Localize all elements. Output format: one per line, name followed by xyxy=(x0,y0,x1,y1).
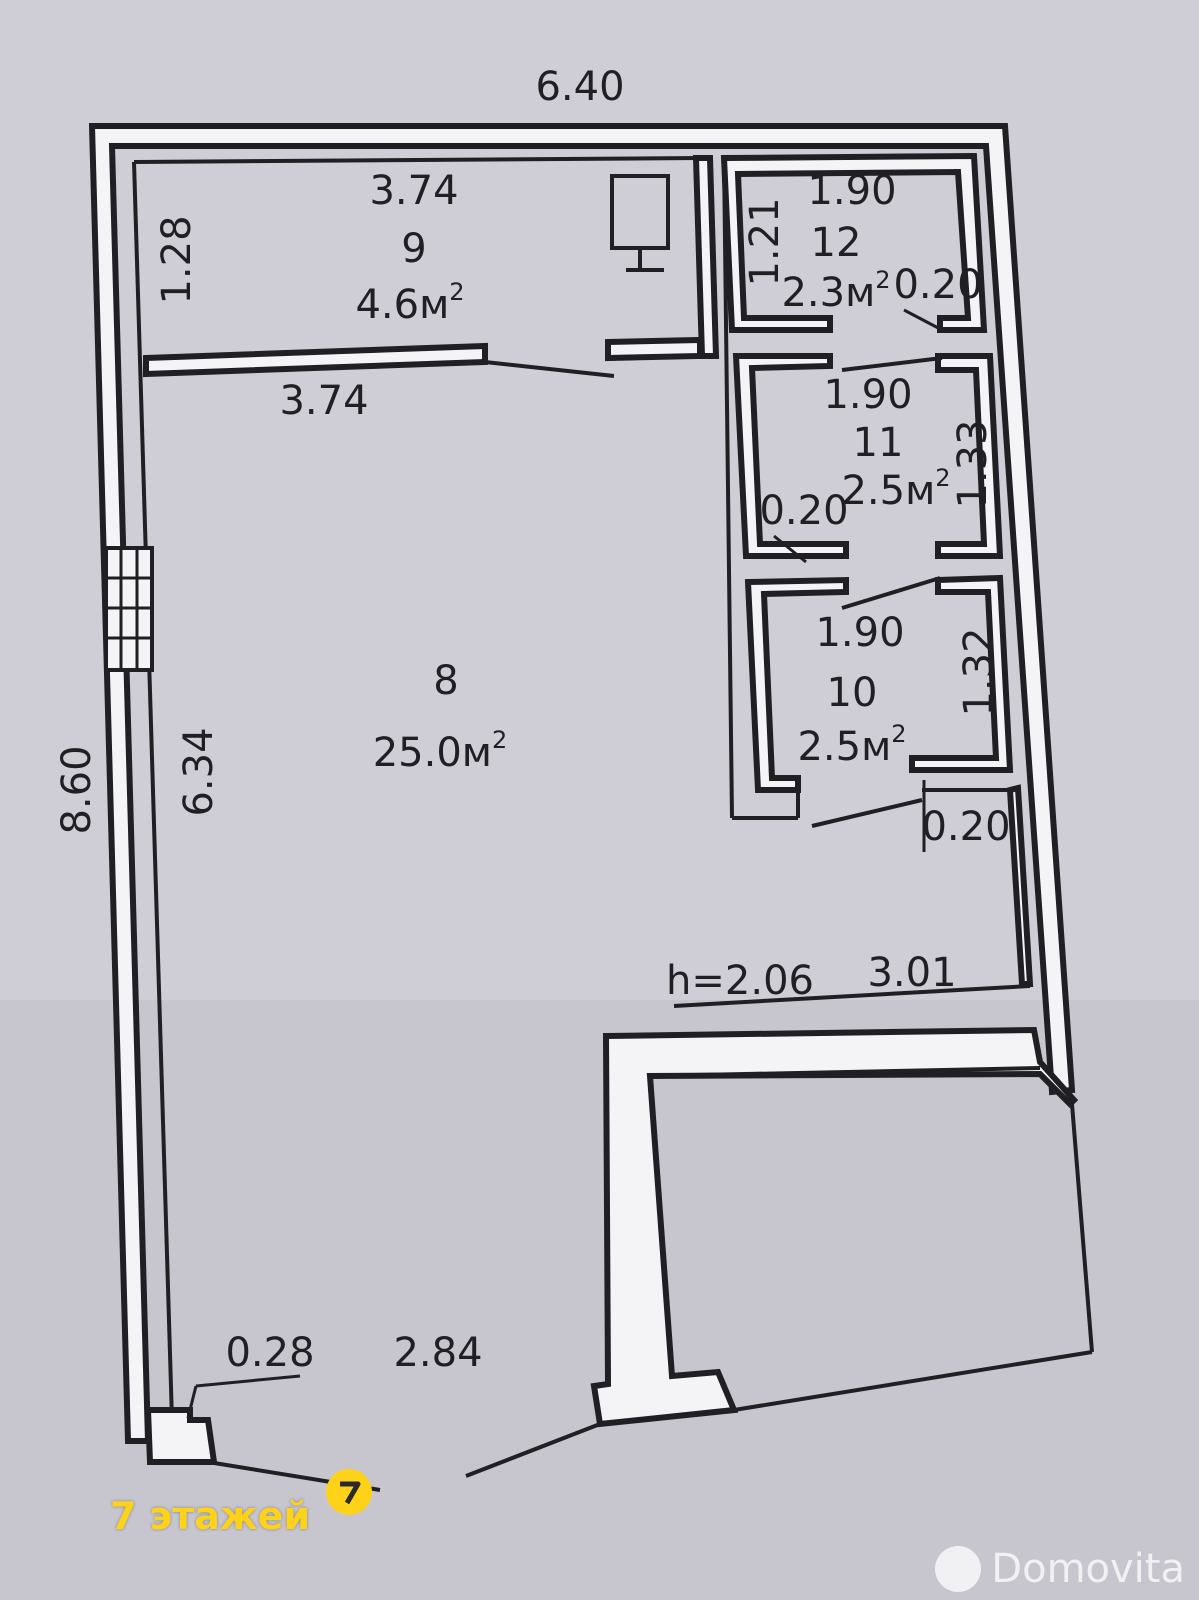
room-12-number: 12 xyxy=(811,220,862,266)
overall-height-label: 8.60 xyxy=(54,745,100,834)
room-9-width-top: 3.74 xyxy=(369,168,458,214)
room-8-area: 25.0м2 xyxy=(373,726,508,776)
overall-width-label: 6.40 xyxy=(535,64,624,110)
room-12-area: 2.3м2 xyxy=(781,266,890,316)
room-11-area: 2.5м2 xyxy=(841,464,950,514)
floors-logo-icon xyxy=(326,1469,373,1515)
room-10-depth: 1.32 xyxy=(956,627,1002,716)
room-12-wall: 0.20 xyxy=(893,262,982,308)
left-wall-inner-dim: 6.34 xyxy=(176,727,222,816)
entrance-wall-dim: 0.28 xyxy=(225,1330,314,1376)
outer-wall xyxy=(88,123,1076,1444)
corridor-wall-dim: 0.20 xyxy=(921,804,1010,850)
room-10-area: 2.5м2 xyxy=(797,720,906,770)
watermark: Domovita xyxy=(935,1546,1185,1592)
room-12-width: 1.90 xyxy=(807,168,896,214)
corridor-width-dim: 3.01 xyxy=(867,950,956,996)
room-11-wall: 0.20 xyxy=(759,488,848,534)
room-10-width: 1.90 xyxy=(815,610,904,656)
entrance-width-dim: 2.84 xyxy=(393,1330,482,1376)
watermark-text: Domovita xyxy=(991,1546,1185,1592)
domovita-logo-icon xyxy=(935,1546,982,1592)
ceiling-height-label: h=2.06 xyxy=(666,958,814,1004)
room-9-number: 9 xyxy=(401,226,426,272)
room-9-area: 4.6м2 xyxy=(355,278,464,328)
floors-badge: 7 этажей xyxy=(110,1469,373,1538)
room-11-depth: 1.33 xyxy=(950,419,996,508)
room-11-width: 1.90 xyxy=(823,372,912,418)
floors-badge-label: 7 этажей xyxy=(110,1494,311,1538)
room-9-width-bottom: 3.74 xyxy=(279,378,368,424)
room-10-number: 10 xyxy=(827,670,878,716)
appliance-icon xyxy=(610,174,670,272)
room-11-number: 11 xyxy=(853,420,904,466)
window-icon xyxy=(104,546,154,672)
room-12-depth: 1.21 xyxy=(742,197,788,286)
room-9-depth: 1.28 xyxy=(154,215,200,304)
room-8-number: 8 xyxy=(433,658,458,704)
